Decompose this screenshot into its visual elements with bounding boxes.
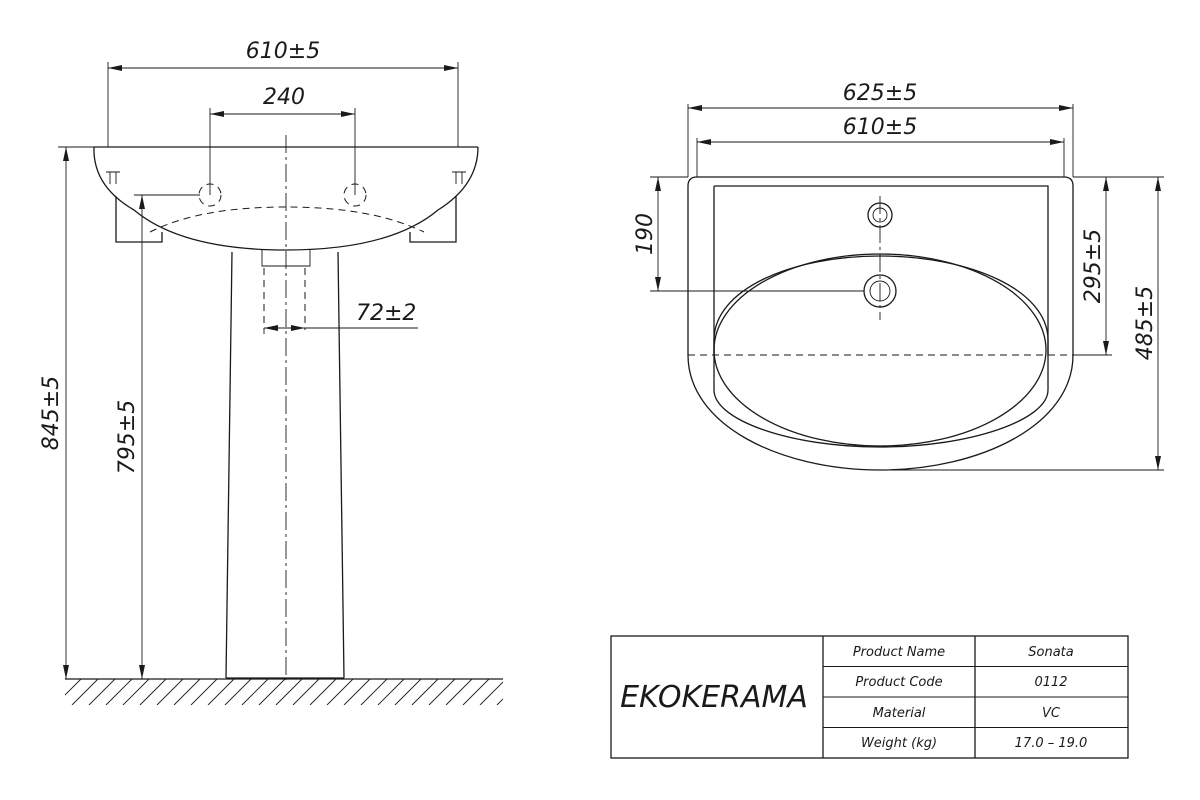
label-tap-to-wall: 190: [633, 213, 658, 255]
row-value-product-code: 0112: [1034, 675, 1067, 690]
dim-total-height: 845±5: [39, 146, 94, 679]
dim-top-inner-width: 610±5: [696, 115, 1065, 177]
dim-rim-height: 795±5: [115, 194, 200, 679]
front-view: 610±5 240 72±2 845±5: [39, 39, 503, 705]
dim-total-depth: 485±5: [880, 176, 1164, 471]
floor-hatching: [65, 679, 503, 705]
row-value-product-name: Sonata: [1028, 645, 1074, 660]
row-value-material: VC: [1042, 706, 1061, 721]
dim-front-width: 610±5: [107, 39, 459, 147]
label-drain-offset: 72±2: [356, 301, 416, 326]
label-top-inner-width: 610±5: [843, 115, 917, 140]
dim-top-outer-width: 625±5: [687, 81, 1074, 177]
dim-tap-to-wall: 190: [633, 176, 864, 292]
dim-tap-spacing: 240: [209, 85, 356, 195]
label-top-outer-width: 625±5: [843, 81, 917, 106]
dim-drain-offset: 72±2: [263, 301, 418, 334]
row-label-material: Material: [873, 706, 926, 721]
label-front-width: 610±5: [246, 39, 320, 64]
title-block: EKOKERAMA Product Name Sonata Product Co…: [610, 635, 1129, 759]
top-view: 625±5 610±5 190 295±5: [633, 81, 1164, 471]
label-total-depth: 485±5: [1133, 286, 1158, 360]
row-label-weight: Weight (kg): [861, 736, 937, 751]
label-bowl-depth: 295±5: [1081, 229, 1106, 303]
label-total-height: 845±5: [39, 376, 64, 450]
label-tap-spacing: 240: [263, 85, 305, 110]
brand-name: EKOKERAMA: [620, 680, 808, 715]
row-label-product-name: Product Name: [853, 645, 945, 660]
label-rim-height: 795±5: [115, 400, 140, 474]
row-value-weight: 17.0 – 19.0: [1015, 736, 1088, 751]
row-label-product-code: Product Code: [855, 675, 942, 690]
dim-bowl-depth: 295±5: [1073, 176, 1112, 356]
